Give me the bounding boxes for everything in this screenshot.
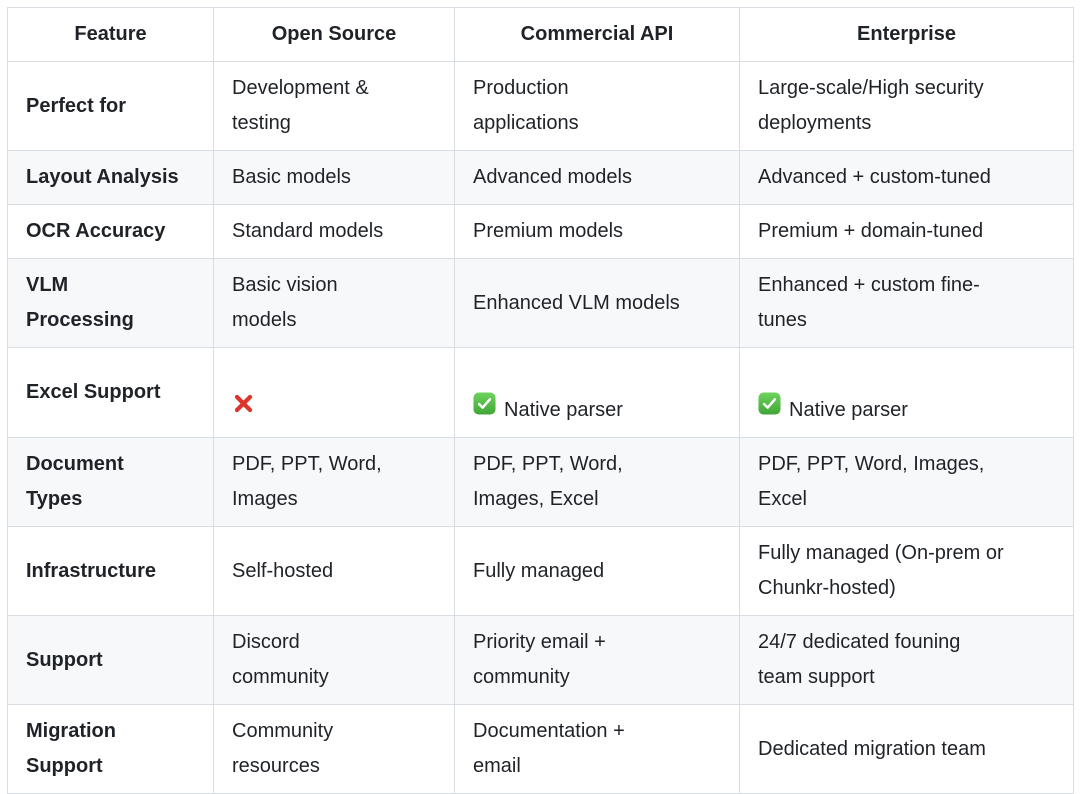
value-text: Native parser: [789, 399, 908, 421]
value-cell: Advanced + custom-tuned: [739, 150, 1074, 205]
table-row-excel-support: Excel Support Native parser: [7, 347, 1074, 438]
value-text: Native parser: [504, 399, 623, 421]
table-row-perfect-for: Perfect for Development & testing Produc…: [7, 61, 1074, 151]
value-cell: PDF, PPT, Word, Images, Excel: [739, 437, 1074, 527]
value-cell: Fully managed: [454, 526, 740, 616]
document-page: Feature Open Source Commercial API Enter…: [7, 7, 1074, 794]
column-header-feature: Feature: [7, 7, 214, 62]
value-cell: Community resources: [213, 704, 455, 794]
feature-cell: Excel Support: [7, 347, 214, 438]
table-row-infrastructure: Infrastructure Self-hosted Fully managed…: [7, 526, 1074, 616]
value-cell: Development & testing: [213, 61, 455, 151]
table-row-document-types: Document Types PDF, PPT, Word, Images PD…: [7, 437, 1074, 527]
column-header-enterprise: Enterprise: [739, 7, 1074, 62]
table-row-ocr-accuracy: OCR Accuracy Standard models Premium mod…: [7, 204, 1074, 259]
value-cell: Priority email + community: [454, 615, 740, 705]
feature-comparison-table: Feature Open Source Commercial API Enter…: [7, 7, 1074, 794]
check-mark-icon: [758, 392, 781, 415]
value-cell: Large-scale/High security deployments: [739, 61, 1074, 151]
feature-cell: Perfect for: [7, 61, 214, 151]
value-cell: PDF, PPT, Word, Images, Excel: [454, 437, 740, 527]
value-cell: Enhanced VLM models: [454, 258, 740, 348]
value-cell: Standard models: [213, 204, 455, 259]
value-cell: Production applications: [454, 61, 740, 151]
value-cell: [213, 347, 455, 438]
feature-cell: OCR Accuracy: [7, 204, 214, 259]
feature-cell: Support: [7, 615, 214, 705]
value-cell: Dedicated migration team: [739, 704, 1074, 794]
value-cell: Documentation + email: [454, 704, 740, 794]
column-header-open-source: Open Source: [213, 7, 455, 62]
value-cell: PDF, PPT, Word, Images: [213, 437, 455, 527]
value-cell: Discord community: [213, 615, 455, 705]
check-mark-icon: [473, 392, 496, 415]
column-header-commercial-api: Commercial API: [454, 7, 740, 62]
header-row: Feature Open Source Commercial API Enter…: [7, 7, 1074, 62]
value-cell: Premium + domain-tuned: [739, 204, 1074, 259]
value-cell: Premium models: [454, 204, 740, 259]
table-row-vlm-processing: VLM Processing Basic vision models Enhan…: [7, 258, 1074, 348]
value-cell: Native parser: [739, 347, 1074, 438]
value-cell: Basic vision models: [213, 258, 455, 348]
value-cell: Basic models: [213, 150, 455, 205]
feature-cell: VLM Processing: [7, 258, 214, 348]
feature-cell: Layout Analysis: [7, 150, 214, 205]
feature-cell: Document Types: [7, 437, 214, 527]
feature-cell: Migration Support: [7, 704, 214, 794]
value-cell: Advanced models: [454, 150, 740, 205]
value-cell: Self-hosted: [213, 526, 455, 616]
table-row-support: Support Discord community Priority email…: [7, 615, 1074, 705]
table-row-layout-analysis: Layout Analysis Basic models Advanced mo…: [7, 150, 1074, 205]
value-cell: Native parser: [454, 347, 740, 438]
value-cell: Enhanced + custom fine- tunes: [739, 258, 1074, 348]
value-cell: 24/7 dedicated founing team support: [739, 615, 1074, 705]
table-row-migration-support: Migration Support Community resources Do…: [7, 704, 1074, 794]
feature-cell: Infrastructure: [7, 526, 214, 616]
value-cell: Fully managed (On-prem or Chunkr-hosted): [739, 526, 1074, 616]
cross-mark-icon: [232, 392, 255, 415]
